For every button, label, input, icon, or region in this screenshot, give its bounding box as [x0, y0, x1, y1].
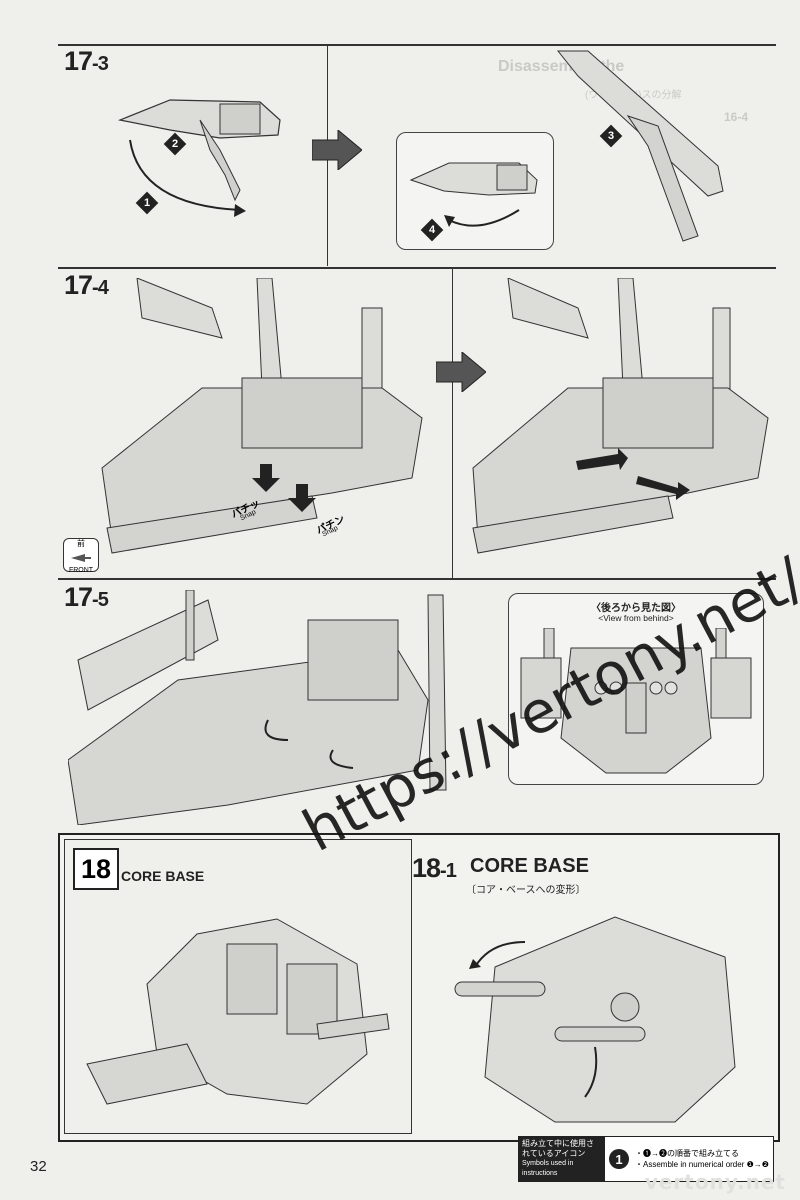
callout-4-label: 4: [428, 224, 436, 236]
front-en: FRONT: [68, 567, 94, 574]
next-arrow-icon: [312, 130, 362, 170]
symbols-legend: 組み立て中に使用されているアイコン Symbols used in instru…: [518, 1136, 774, 1182]
callout-2-label: 2: [171, 138, 179, 150]
view-from-behind-inset: 〈後ろから見た図〉 <View from behind>: [508, 593, 764, 785]
front-indicator: 前 FRONT: [63, 538, 99, 574]
legend-label: 組み立て中に使用されているアイコン Symbols used in instru…: [518, 1136, 604, 1182]
step-17-4-after-illustration: [472, 278, 769, 554]
detail-part-illustration: [409, 162, 538, 227]
step-18-1-number: 18-1: [412, 853, 457, 883]
step-18-number: 18: [73, 848, 119, 890]
step-17-3-number: 17-3: [64, 46, 109, 76]
callout-1-label: 1: [143, 197, 151, 209]
next-arrow-icon: [436, 352, 486, 392]
front-arrow-icon: [71, 554, 91, 562]
legend-line-jp: ・❶→❷の順番で組み立てる: [635, 1149, 739, 1158]
step-17-3-part-illustration: [117, 99, 281, 217]
step-17-5-number: 17-5: [64, 582, 109, 612]
rule-top: [58, 44, 776, 46]
rule-17-4-divider: [452, 268, 453, 578]
legend-body: 1 ・❶→❷の順番で組み立てる ・Assemble in numerical o…: [604, 1136, 774, 1182]
step-18-1-subtitle: 〔コア・ベースへの変形〕: [466, 885, 586, 896]
rule-17-5: [58, 578, 776, 580]
step-17-3-detail-inset: 4: [396, 132, 554, 250]
core-base-illustration: [86, 918, 390, 1105]
view-caption-jp: 〈後ろから見た図〉: [591, 603, 681, 614]
legend-number-icon: 1: [609, 1149, 629, 1169]
page-number: 32: [30, 1158, 47, 1175]
legend-label-en: Symbols used in instructions: [522, 1160, 574, 1177]
legend-label-jp: 組み立て中に使用されているアイコン: [522, 1139, 594, 1158]
step-18-title: CORE BASE: [121, 868, 205, 884]
front-jp: 前: [77, 539, 85, 548]
callout-3-label: 3: [607, 130, 615, 142]
rule-17-4: [58, 267, 776, 269]
core-base-transform-illustration: [454, 916, 736, 1123]
step-17-4-before-illustration: [101, 278, 423, 554]
step-17-4-number: 17-4: [64, 270, 109, 300]
watermark-small: vertony.net: [644, 1170, 786, 1194]
bleed-tag: 16-4: [724, 110, 749, 124]
step-17-5-illustration: [68, 590, 447, 825]
step-18-1-title: CORE BASE: [470, 855, 589, 877]
legend-line-en: ・Assemble in numerical order ❶→❷: [635, 1160, 769, 1169]
step-18-section: 18 CORE BASE 18-1 CORE BASE 〔コア・ベースへの変形〕: [58, 833, 780, 1142]
rear-view-illustration: [520, 628, 752, 774]
legend-lines: ・❶→❷の順番で組み立てる ・Assemble in numerical ord…: [635, 1148, 769, 1170]
wing-binder-illustration: [556, 50, 724, 242]
view-caption-en: <View from behind>: [598, 613, 674, 623]
step-18-panel: 18 CORE BASE: [64, 839, 412, 1134]
